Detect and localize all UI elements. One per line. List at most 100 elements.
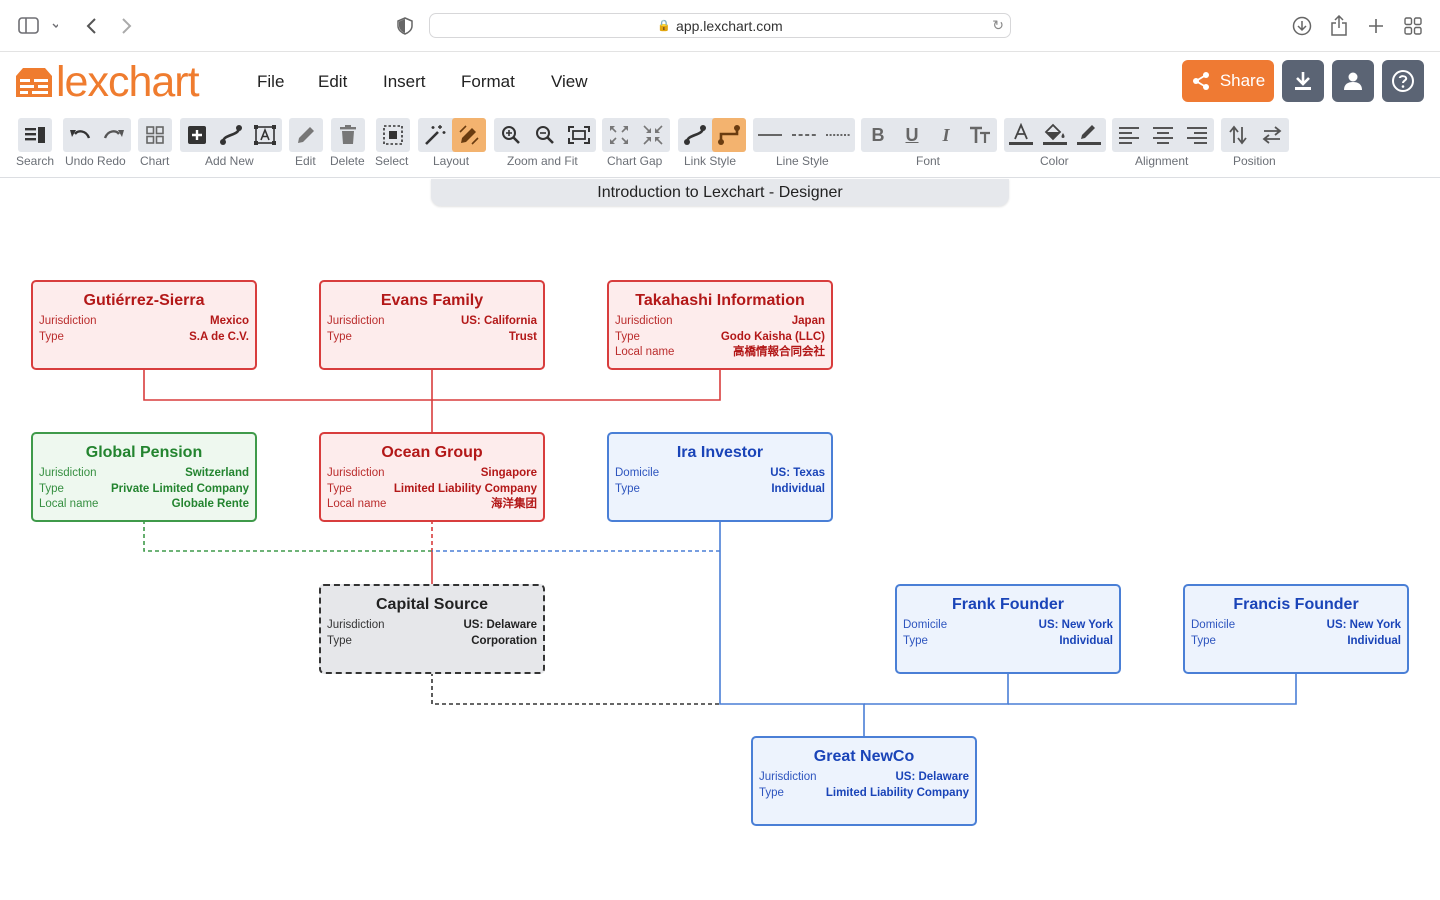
browser-toolbar: 🔒 app.lexchart.com ↻ — [0, 0, 1440, 52]
swap-horizontal-icon[interactable] — [1255, 118, 1289, 152]
toolbar: Search Undo Redo Chart Add New Ed — [0, 114, 1440, 178]
logo-icon — [16, 68, 52, 97]
italic-icon[interactable]: I — [942, 124, 950, 145]
chart-group — [138, 118, 172, 152]
curved-link-icon[interactable] — [678, 118, 712, 152]
lexchart-logo[interactable]: lexchart — [16, 61, 200, 104]
menu-file[interactable]: File — [257, 72, 285, 91]
chart-title[interactable]: Introduction to Lexchart - Designer — [431, 179, 1009, 206]
entity-title: Frank Founder — [951, 596, 1064, 613]
field-label: Local name — [615, 346, 675, 358]
undo-redo-label: Undo Redo — [65, 154, 126, 168]
entity-title: Evans Family — [380, 292, 484, 309]
privacy-shield-icon[interactable] — [393, 14, 417, 38]
sidebar-toggle-icon[interactable] — [18, 14, 58, 38]
menu-insert[interactable]: Insert — [383, 72, 426, 91]
download-button[interactable] — [1282, 60, 1324, 102]
text-size-icon[interactable] — [963, 118, 997, 152]
redo-icon[interactable] — [97, 118, 131, 152]
text-color-icon[interactable] — [1004, 118, 1038, 152]
zoom-out-icon[interactable] — [528, 118, 562, 152]
downloads-icon[interactable] — [1290, 14, 1314, 38]
auto-layout-wand-icon[interactable] — [418, 118, 452, 152]
dashed-line-icon[interactable] — [787, 118, 821, 152]
field-value: Limited Liability Company — [393, 482, 537, 495]
link-capital-newco — [431, 672, 720, 705]
add-entity-icon[interactable] — [180, 118, 214, 152]
menu-edit[interactable]: Edit — [318, 72, 348, 91]
zoom-fit-label: Zoom and Fit — [507, 154, 578, 168]
menu-view[interactable]: View — [551, 72, 588, 91]
expand-gap-icon[interactable] — [602, 118, 636, 152]
address-bar[interactable]: 🔒 app.lexchart.com ↻ — [429, 13, 1011, 38]
align-right-icon[interactable] — [1180, 118, 1214, 152]
field-value: Globale Rente — [171, 498, 249, 510]
share-sheet-icon[interactable] — [1327, 14, 1351, 38]
help-icon — [1392, 70, 1414, 92]
field-label: Type — [759, 786, 784, 799]
select-group — [376, 118, 410, 152]
align-left-icon[interactable] — [1112, 118, 1146, 152]
line-style-label: Line Style — [776, 154, 829, 168]
user-button[interactable] — [1332, 60, 1374, 102]
underline-icon[interactable]: U — [905, 124, 919, 145]
line-color-icon[interactable] — [1072, 118, 1106, 152]
link-takahashi-ocean — [432, 368, 721, 401]
undo-icon[interactable] — [63, 118, 97, 152]
add-text-icon[interactable] — [248, 118, 282, 152]
manual-layout-icon[interactable] — [452, 118, 486, 152]
line-style-group — [753, 118, 855, 152]
add-new-group — [180, 118, 282, 152]
zoom-in-icon[interactable] — [494, 118, 528, 152]
field-value: Corporation — [471, 634, 537, 647]
share-button[interactable]: Share — [1182, 60, 1274, 102]
menu-format[interactable]: Format — [461, 72, 515, 91]
field-value: US: Delaware — [895, 771, 969, 783]
url-text: app.lexchart.com — [676, 17, 783, 34]
entity-title: Francis Founder — [1233, 596, 1359, 613]
field-value: Limited Liability Company — [825, 786, 969, 799]
reload-icon[interactable]: ↻ — [992, 17, 1004, 33]
chart-grid-icon[interactable] — [138, 118, 172, 152]
new-tab-icon[interactable] — [1364, 14, 1388, 38]
shrink-gap-icon[interactable] — [636, 118, 670, 152]
edit-pencil-icon[interactable] — [289, 118, 323, 152]
entity-title: Gutiérrez-Sierra — [83, 292, 205, 309]
forward-icon[interactable] — [114, 14, 138, 38]
dotted-line-icon[interactable] — [821, 118, 855, 152]
field-label: Type — [39, 330, 64, 343]
align-center-icon[interactable] — [1146, 118, 1180, 152]
swap-vertical-icon[interactable] — [1221, 118, 1255, 152]
select-label: Select — [375, 154, 409, 168]
fill-color-icon[interactable] — [1038, 118, 1072, 152]
edit-label: Edit — [295, 154, 316, 168]
search-label: Search — [16, 154, 55, 168]
solid-line-icon[interactable] — [753, 118, 787, 152]
tab-overview-icon[interactable] — [1401, 14, 1425, 38]
bold-icon[interactable]: B — [871, 124, 885, 145]
help-button[interactable] — [1382, 60, 1424, 102]
link-francis-newco — [1008, 672, 1297, 705]
add-link-icon[interactable] — [214, 118, 248, 152]
field-label: Type — [1191, 634, 1216, 647]
field-label: Jurisdiction — [327, 467, 385, 479]
fit-to-screen-icon[interactable] — [562, 118, 596, 152]
field-value: Private Limited Company — [110, 482, 249, 495]
back-icon[interactable] — [80, 14, 104, 38]
field-value: US: Delaware — [463, 619, 537, 631]
elbow-link-icon[interactable] — [712, 118, 746, 152]
delete-trash-icon[interactable] — [331, 118, 365, 152]
search-panel-icon[interactable] — [18, 118, 52, 152]
select-marquee-icon[interactable] — [376, 118, 410, 152]
field-value: Trust — [508, 330, 537, 343]
